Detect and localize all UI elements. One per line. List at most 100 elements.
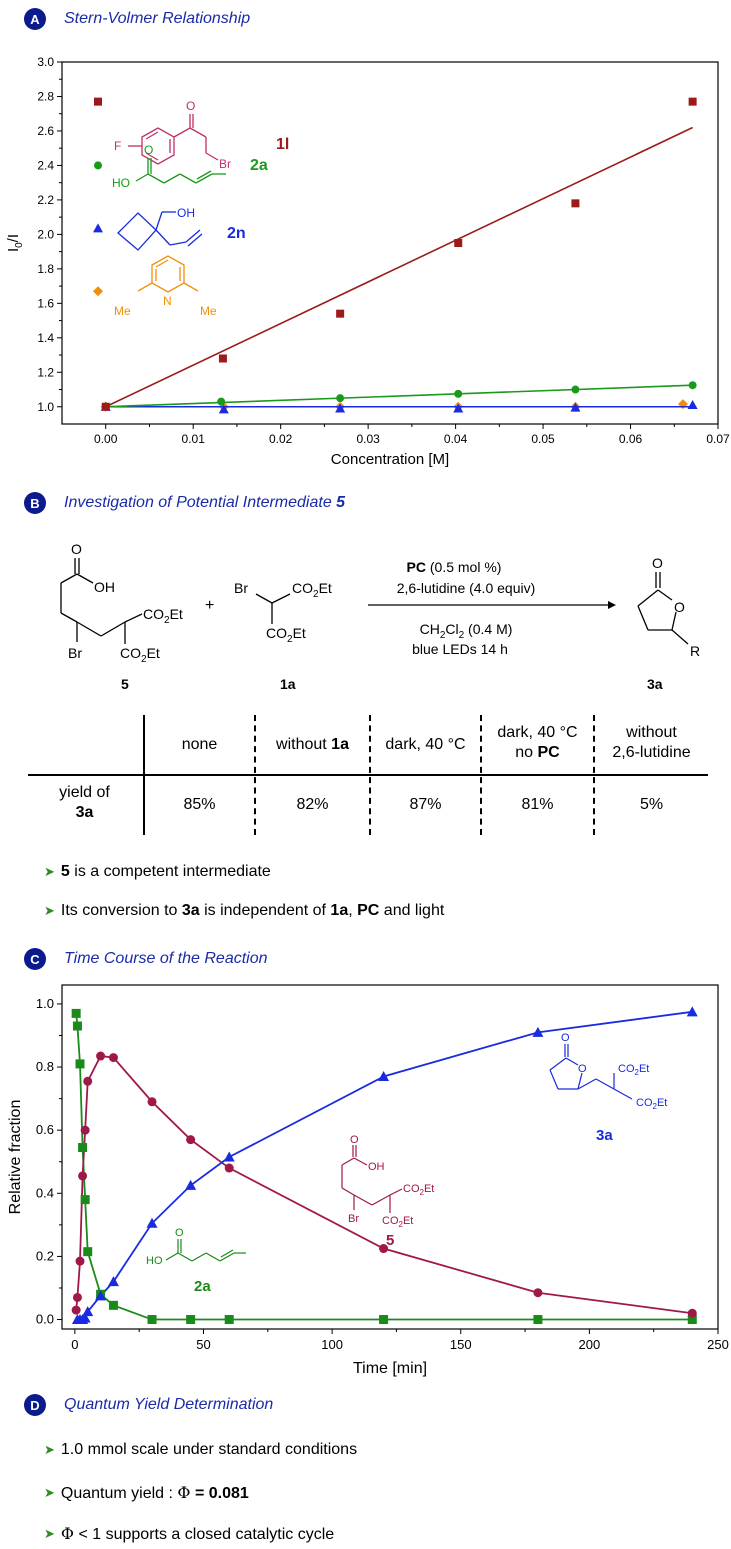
plot-frame [61,984,719,1330]
data-point-5 [147,1097,157,1107]
x-tick-label: 250 [707,1337,729,1352]
y-tick-label: 0.4 [36,1185,54,1200]
x-tick-label: 50 [196,1337,210,1352]
s2a-c-ho: HO [146,1255,163,1267]
y-tick-label: 1.8 [37,262,54,276]
bullet-d1-text: 1.0 mmol scale under standard conditions [60,1441,358,1458]
x-tick-label: 0.02 [269,432,293,446]
th2-plain: dark, 40 °C [385,736,466,753]
s1a-br: Br [234,580,248,596]
x-tick-label: 200 [579,1337,601,1352]
data-point-2a [186,1315,196,1325]
s5-co2et-top: CO2Et [143,606,183,626]
bullet-d3: ➤ Φ < 1 supports a closed catalytic cycl… [44,1524,334,1544]
legend-structure-1l [128,114,219,165]
s5-two-2: 2 [141,654,147,665]
data-point-5 [72,1292,82,1302]
legend-lutidine-n: N [163,294,172,308]
c3a-two-1: 2 [635,1068,640,1077]
legend-2n-oh: OH [177,206,195,220]
data-point-2a [224,1315,234,1325]
table-divider-1 [254,715,256,835]
s1a-two-1: 2 [313,589,319,600]
s2a-c-o: O [175,1227,184,1239]
struct-3a [549,1044,633,1100]
section-b-header: B Investigation of Potential Intermediat… [24,491,345,515]
data-point-3a [146,1217,158,1228]
c3a-co-1: CO [618,1063,635,1075]
bullet-d2-text: Quantum yield : Φ = 0.081 [61,1483,249,1503]
legend-2a-ho: HO [112,176,130,190]
s5-c-oh: OH [368,1161,385,1173]
table-value-none: 85% [183,796,216,813]
data-point-3a [223,1151,235,1162]
b2-d: 1a [330,902,349,919]
x-tick-label: 150 [450,1337,472,1352]
solvent-two-a: 2 [440,630,446,641]
data-point-2n [335,403,346,413]
scheme-plus: + [205,597,214,614]
th1-plain: without [276,736,332,753]
table-value-without-1a: 82% [296,796,329,813]
solvent-cl: Cl [445,621,458,637]
b2-e: , [348,902,358,919]
bullet-b2-text: Its conversion to 3a is independent of 1… [61,902,444,920]
cmp-5-label: 5 [121,676,129,692]
y-axis-label: I0/I [5,234,25,252]
struct-5 [341,1145,403,1213]
label-3a: 3a [596,1127,613,1144]
data-point-1l [218,354,227,363]
s5-oh: OH [94,579,115,595]
s5-c-co2et1: CO2Et [403,1183,434,1197]
s1a-two-2: 2 [287,634,293,645]
d3-phi: Φ [60,1524,75,1543]
section-a-title: Stern-Volmer Relationship [64,10,251,27]
data-point-3a [532,1026,544,1037]
c3a-et-2: Et [657,1097,667,1109]
data-point-2a [147,1315,157,1325]
data-point-1l [454,239,463,247]
series-line-5 [75,1055,693,1315]
section-b-badge: B [24,492,46,514]
data-point-2a [108,1300,118,1310]
legend-lutidine-me-left: Me [114,304,131,318]
data-point-3a [686,1006,698,1017]
legend-2n-label: 2n [227,225,246,242]
table-value-without-lutidine: 5% [639,796,664,813]
table-label-rule [143,715,145,835]
x-tick-label: 0.04 [444,432,468,446]
data-point-2a [71,1008,81,1018]
data-point-3a [185,1179,197,1190]
legend-lutidine-me-right: Me [200,304,217,318]
s3a-r: R [690,643,700,659]
y-tick-label: 1.2 [37,365,54,379]
s5-o: O [71,541,82,557]
s1a-co2et-bottom: CO2Et [266,625,306,645]
data-point-2n [570,402,581,412]
table-divider-3 [480,715,482,835]
s5-c-co2et2: CO2Et [382,1215,413,1229]
reaction-arrowhead [608,601,616,609]
bullet-arrow-icon: ➤ [44,1442,55,1457]
data-point-2a [83,1247,93,1257]
b2-f: PC [357,902,380,919]
condition-leds: blue LEDs 14 h [412,641,508,657]
legend-marker-1l [94,97,102,106]
data-point-2a [571,385,580,394]
y-tick-label: 1.0 [37,400,54,414]
s3a-o-ring: O [674,599,685,615]
condition-pc-tail: (0.5 mol %) [426,559,501,575]
legend-1l-f: F [114,139,121,153]
b2-g: and light [379,902,445,919]
data-point-lutidine [678,399,689,410]
data-point-1l [101,402,110,411]
y-tick-label: 2.0 [37,227,54,241]
c5-et-2: Et [403,1215,413,1227]
c5-co-1: CO [403,1183,420,1195]
s1a-co-1: CO [292,580,313,596]
table-value-dark: 87% [409,796,442,813]
